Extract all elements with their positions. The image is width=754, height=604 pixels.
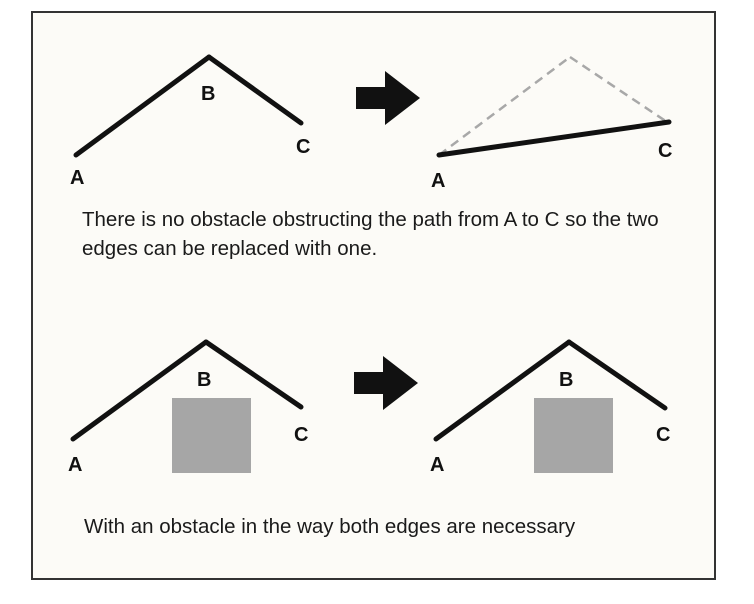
point-label-c: C bbox=[658, 140, 673, 162]
point-label-c: C bbox=[656, 424, 671, 446]
top-before-path bbox=[73, 54, 304, 158]
point-label-b: B bbox=[197, 369, 212, 391]
edge-b-c bbox=[566, 339, 668, 411]
obstacle-square bbox=[534, 398, 613, 473]
top-after-path bbox=[436, 55, 672, 158]
top-caption: There is no obstacle obstructing the pat… bbox=[82, 208, 659, 260]
obstacle-square bbox=[172, 398, 251, 473]
bottom-after-path bbox=[433, 339, 668, 473]
diagram-frame: A B C A C There is no obstacle obstructi… bbox=[31, 11, 716, 580]
point-label-c: C bbox=[296, 136, 311, 158]
bottom-before-path bbox=[70, 339, 304, 473]
point-label-a: A bbox=[431, 170, 446, 192]
edge-a-b bbox=[433, 339, 572, 442]
edge-b-c bbox=[203, 339, 304, 410]
point-label-c: C bbox=[294, 424, 309, 446]
bottom-caption: With an obstacle in the way both edges a… bbox=[84, 515, 576, 538]
shortcut-edge-a-c bbox=[436, 119, 672, 158]
edge-b-c bbox=[206, 54, 304, 126]
right-arrow-icon bbox=[356, 71, 420, 125]
removed-edge-b-c bbox=[569, 55, 668, 124]
point-label-a: A bbox=[430, 454, 445, 476]
right-arrow-icon bbox=[354, 356, 418, 410]
edge-a-b bbox=[73, 54, 212, 158]
removed-edge-a-b bbox=[438, 55, 571, 157]
edge-a-b bbox=[70, 339, 209, 442]
point-label-b: B bbox=[201, 83, 216, 105]
point-label-a: A bbox=[70, 167, 85, 189]
point-label-a: A bbox=[68, 454, 83, 476]
point-label-b: B bbox=[559, 369, 574, 391]
diagram-canvas bbox=[70, 54, 672, 473]
